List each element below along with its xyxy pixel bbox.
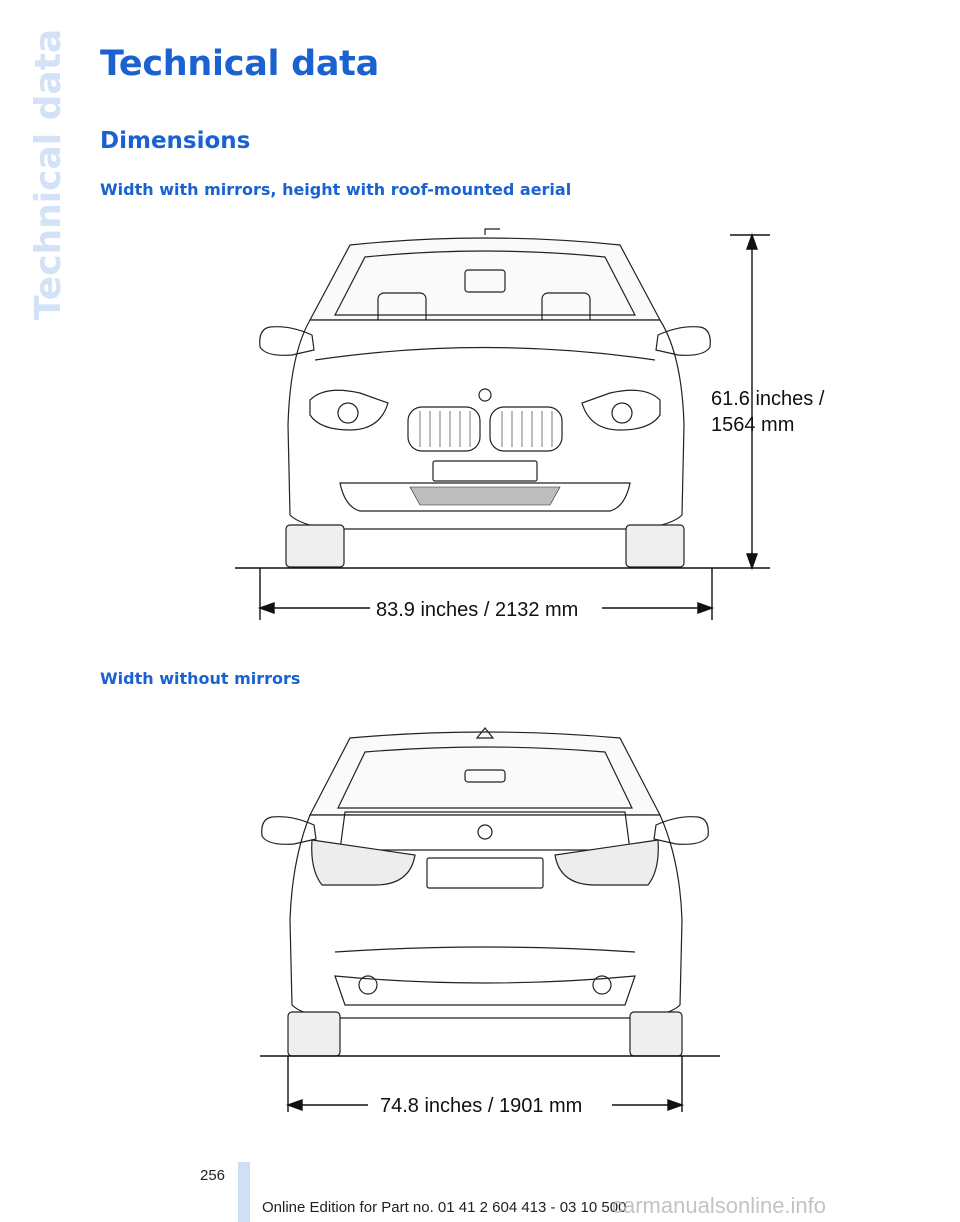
- rear-view-figure: 74.8 inches / 1901 mm: [240, 720, 740, 1120]
- footer-accent-bar: [238, 1162, 250, 1222]
- width-without-mirrors-label: 74.8 inches / 1901 mm: [380, 1095, 583, 1117]
- width-without-mirrors-dimension-line: [285, 1056, 685, 1112]
- side-tab: Technical data: [18, 30, 68, 330]
- front-car-illustration: [259, 228, 711, 568]
- height-dimension-line: [730, 232, 770, 571]
- section-title: Dimensions: [100, 128, 251, 154]
- width-with-mirrors-dimension-line: [257, 568, 715, 620]
- width-with-mirrors-label: 83.9 inches / 2132 mm: [376, 599, 579, 621]
- watermark: carmanualsonline.info: [612, 1193, 827, 1218]
- front-view-figure: 61.6 inches / 1564 mm 83.9 inches / 2132…: [230, 225, 824, 635]
- front-view-heading: Width with mirrors, height with roof-mou…: [100, 180, 572, 199]
- rear-view-heading: Width without mirrors: [100, 669, 301, 688]
- height-label-line1: 61.6 inches /: [711, 388, 825, 410]
- page-number: 256: [200, 1167, 226, 1184]
- page-title: Technical data: [100, 44, 379, 84]
- height-label-line2: 1564 mm: [711, 414, 795, 436]
- rear-car-illustration: [261, 727, 709, 1057]
- side-tab-label: Technical data: [28, 30, 68, 320]
- edition-footer: Online Edition for Part no. 01 41 2 604 …: [262, 1199, 627, 1216]
